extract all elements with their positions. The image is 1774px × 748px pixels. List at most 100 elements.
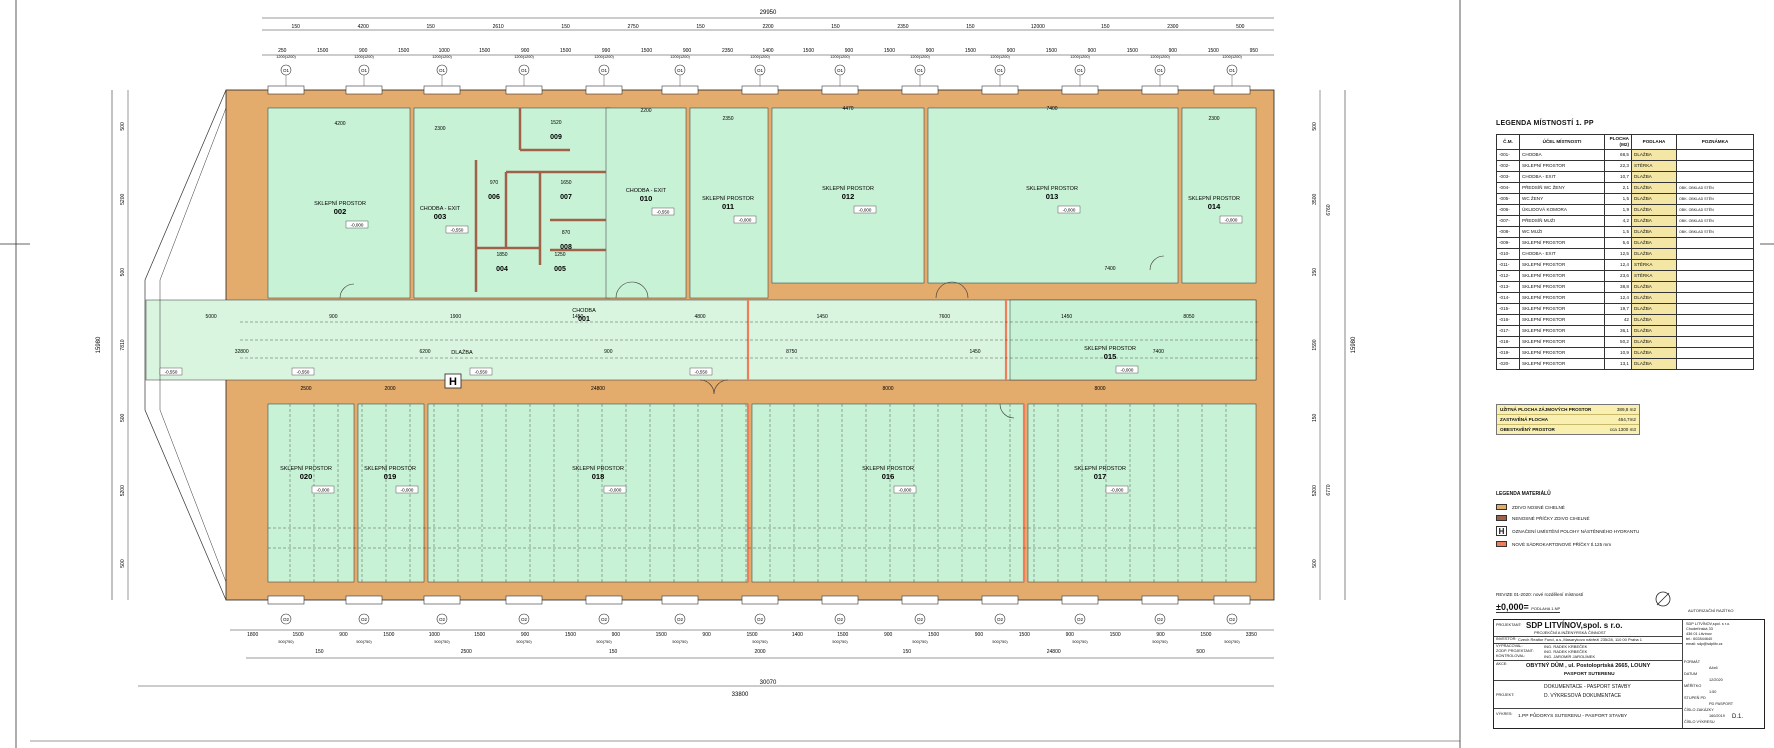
top-window [1213, 85, 1251, 95]
bottom-window [1061, 595, 1099, 605]
room-label: SKLEPNÍ PROSTOR [1084, 345, 1136, 352]
legend-cell: DLAŽBA [1631, 215, 1677, 227]
legend-cell: DLAŽBA [1631, 347, 1677, 359]
top-segment-dim: 4200 [358, 24, 369, 30]
top-window [345, 85, 383, 95]
room-017 [1027, 403, 1257, 583]
legend-cell: CHODBA - EXIT [1519, 171, 1605, 183]
window-sub-dim: 1200(1200) [514, 55, 534, 59]
bottom-window-dim: 1500 [293, 632, 304, 638]
window-sub-dim: 500(750) [752, 640, 768, 644]
top-segment-dim: 150 [426, 24, 435, 30]
window-sub-dim: 500(750) [516, 640, 532, 644]
corridor-dim: 8050 [1183, 314, 1194, 320]
bottom-window-dim: 1500 [565, 632, 576, 638]
bottom-window [267, 595, 305, 605]
legend-cell: -012- [1496, 270, 1520, 282]
window-mark-icon [436, 613, 448, 625]
title-block-field: STUPEŇ PD [1684, 696, 1706, 700]
bottom-row2-dim: 2500 [461, 649, 472, 655]
legend-cell: DLAŽBA [1631, 325, 1677, 337]
title-block-field: 1:50 [1709, 690, 1717, 694]
room-level: -0,000 [1225, 218, 1238, 223]
room-label: SKLEPNÍ PROSTOR [364, 465, 416, 472]
bottom-total-2: 33800 [732, 692, 749, 698]
top-window-dim: 1400 [762, 48, 773, 54]
legend-cell: SKLEPNÍ PROSTOR [1519, 160, 1605, 172]
stamp-label: AUTORIZAČNÍ RAZÍTKO [1688, 608, 1734, 613]
legend-header-purpose: ÚČEL MÍSTNOSTI [1519, 134, 1605, 150]
room-dim: 8000 [882, 386, 893, 392]
bottom-window-dim: 1500 [746, 632, 757, 638]
legend-cell: OBK. OBKLAD STĚN [1676, 215, 1754, 227]
legend-cell: SKLEPNÍ PROSTOR [1519, 292, 1605, 304]
legend-cell: -013- [1496, 281, 1520, 293]
room-label: SKLEPNÍ PROSTOR [280, 465, 332, 472]
window-mark-icon [914, 613, 926, 625]
room-number: 012 [842, 192, 855, 201]
top-window-dim: 990 [602, 48, 611, 54]
room-level: -0,000 [899, 488, 912, 493]
legend-cell: -009- [1496, 237, 1520, 249]
legend-cell: -018- [1496, 336, 1520, 348]
legend-cell: -002- [1496, 160, 1520, 172]
legend-cell: -015- [1496, 303, 1520, 315]
legend-cell: SKLEPNÍ PROSTOR [1519, 336, 1605, 348]
bottom-window-dim: 900 [1066, 632, 1075, 638]
window-mark-label: O1 [1157, 68, 1164, 73]
north-arrow-icon [1655, 591, 1671, 607]
room-013 [927, 107, 1179, 284]
top-window-dim: 1000 [439, 48, 450, 54]
room-dim: 2000 [384, 386, 395, 392]
room-legend-table: Č.M. ÚČEL MÍSTNOSTI PLOCHA (M2) PODLAHA … [1496, 134, 1754, 370]
room-number: 003 [434, 212, 447, 221]
right-dim: 150 [1312, 268, 1318, 277]
window-mark-label: O1 [997, 68, 1004, 73]
left-dim: 500 [120, 268, 126, 277]
room-dim: 2500 [300, 386, 311, 392]
window-sub-dim: 1200(1200) [750, 55, 770, 59]
legend-cell: 19,7 [1604, 303, 1632, 315]
window-mark-label: O2 [837, 617, 844, 622]
legend-cell: DLAŽBA [1631, 182, 1677, 194]
legend-header-no: Č.M. [1496, 134, 1520, 150]
corridor-floor: DLAŽBA [451, 348, 473, 356]
window-mark-icon [834, 613, 846, 625]
bottom-row2-dim: 2000 [754, 649, 765, 655]
material-partition: NENOSNÉ PŘÍČKY ZDIVO CIHELNÉ [1496, 515, 1590, 521]
legend-cell: OBK. OBKLAD STĚN [1676, 182, 1754, 194]
title-block-field: DATUM [1684, 672, 1698, 676]
swatch-bearing-wall [1496, 504, 1507, 510]
top-segment-dim: 12000 [1031, 24, 1045, 30]
corridor-dim: 6200 [419, 349, 430, 355]
material-bearing-wall: ZDIVO NOSNÉ CIHELNÉ [1496, 504, 1565, 510]
window-mark-label: O1 [917, 68, 924, 73]
top-segment-dim: 150 [1101, 24, 1110, 30]
top-window-dim: 1500 [1127, 48, 1138, 54]
legend-cell: 12,4 [1604, 259, 1632, 271]
legend-cell: -014- [1496, 292, 1520, 304]
title-block-field: A4x6 [1709, 666, 1718, 670]
stamp-company-line: email: sdp@sdplitv.cz [1686, 642, 1723, 646]
drawing-title: 1.PP PŮDORYS SUTERENU - PASPORT STAVBY [1518, 714, 1628, 719]
corridor-dim: 32800 [235, 349, 249, 355]
corridor-dim: 900 [604, 349, 613, 355]
room-dim: 2350 [722, 116, 733, 122]
room-label: SKLEPNÍ PROSTOR [862, 465, 914, 472]
room-level: -0,000 [1121, 368, 1134, 373]
top-window [585, 85, 623, 95]
bottom-total-1: 30070 [760, 680, 777, 686]
legend-cell: SKLEPNÍ PROSTOR [1519, 259, 1605, 271]
room-number: 014 [1208, 202, 1221, 211]
bottom-row2-dim: 500 [1196, 649, 1205, 655]
bottom-window [505, 595, 543, 605]
bottom-window [661, 595, 699, 605]
legend-cell: 10,9 [1604, 347, 1632, 359]
room-label: SKLEPNÍ PROSTOR [572, 465, 624, 472]
left-dim: 500 [120, 122, 126, 131]
window-sub-dim: 500(750) [832, 640, 848, 644]
